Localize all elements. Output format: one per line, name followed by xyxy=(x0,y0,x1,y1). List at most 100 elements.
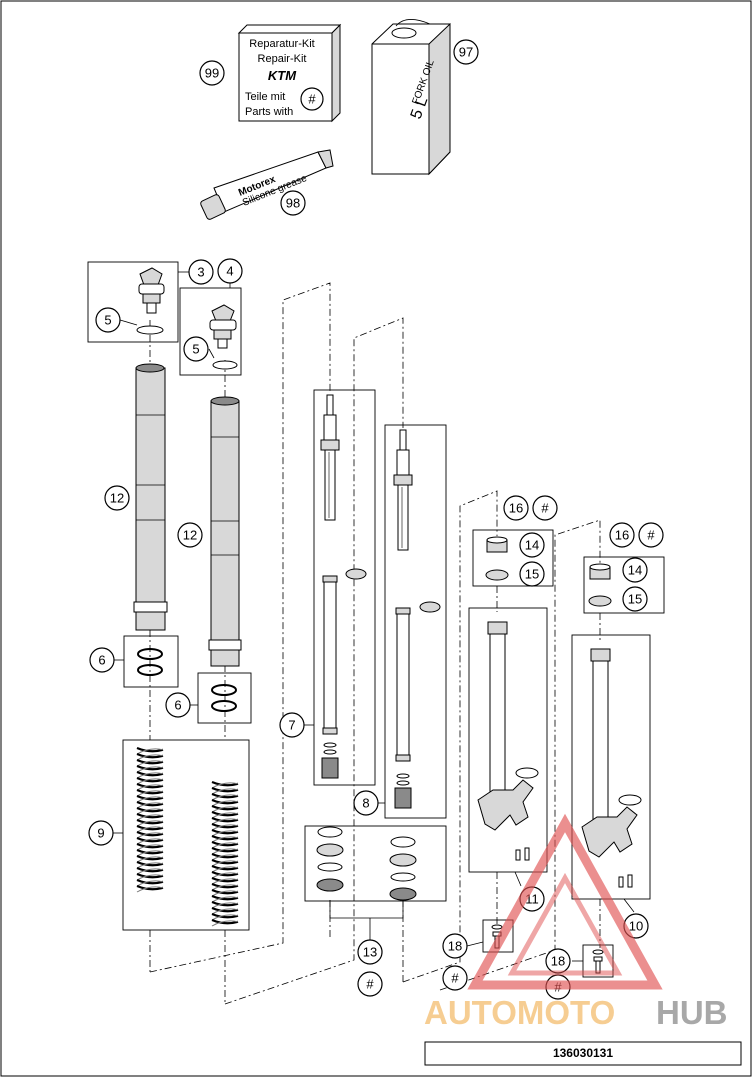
screw-cap-4 xyxy=(209,304,238,370)
frame-screw-cap-3 xyxy=(87,261,179,343)
svg-text:#: # xyxy=(366,977,374,992)
callout-18b: 18 xyxy=(545,948,571,974)
svg-text:5: 5 xyxy=(104,313,111,328)
cartridge-7 xyxy=(320,394,367,779)
svg-text:4: 4 xyxy=(226,264,233,279)
repair-kit-hash-symbol: # xyxy=(308,92,316,107)
bushings-left xyxy=(485,536,509,581)
svg-text:18: 18 xyxy=(448,939,462,954)
fork-spring-right xyxy=(211,780,239,927)
frame-bushings-left xyxy=(472,529,554,587)
svg-text:6: 6 xyxy=(174,698,181,713)
fork-oil-volume: 5 L xyxy=(408,95,432,122)
callout-5a: 5 xyxy=(95,307,121,333)
svg-text:12: 12 xyxy=(110,491,124,506)
svg-text:16: 16 xyxy=(509,501,523,516)
frame-cartridge-8 xyxy=(384,424,447,819)
callout-hash-18a: # xyxy=(442,965,468,991)
svg-text:13: 13 xyxy=(363,945,377,960)
outer-tube-right xyxy=(208,396,242,667)
seal-rings-6a xyxy=(137,648,163,676)
callout-9: 9 xyxy=(88,820,114,846)
repair-kit-box: Reparatur-Kit Repair-Kit KTM Teile mit P… xyxy=(237,23,342,123)
callout-4: 4 xyxy=(217,258,243,284)
callout-97: 97 xyxy=(453,39,479,65)
watermark: AUTOMOTO HUB xyxy=(424,813,728,1031)
callout-98: 98 xyxy=(280,190,306,216)
seal-rings-6b xyxy=(211,684,237,712)
callout-6b: 6 xyxy=(165,692,191,718)
frame-inner-tube-11 xyxy=(468,607,548,873)
svg-text:12: 12 xyxy=(183,528,197,543)
watermark-hub: HUB xyxy=(656,994,728,1031)
callout-12b: 12 xyxy=(177,522,203,548)
callout-18a: 18 xyxy=(442,933,468,959)
callout-5b: 5 xyxy=(183,336,209,362)
callout-14b: 14 xyxy=(622,557,648,583)
bushings-right xyxy=(588,563,612,607)
callout-7: 7 xyxy=(279,712,305,738)
screw-18b xyxy=(592,949,604,974)
callout-hash-16b: # xyxy=(638,522,664,548)
callout-hash-13: # xyxy=(357,971,383,997)
frame-seals-6b xyxy=(197,672,252,724)
ktm-logo: KTM xyxy=(268,68,297,83)
callout-6a: 6 xyxy=(89,647,115,673)
silicone-grease-tube: Motorex Silicone grease xyxy=(200,149,334,220)
callout-16a: 16 xyxy=(503,495,529,521)
frame-seals-6a xyxy=(123,635,179,688)
drawing-number: 136030131 xyxy=(553,1046,613,1060)
cartridge-8 xyxy=(393,429,441,809)
svg-text:5: 5 xyxy=(192,342,199,357)
repair-kit-line1: Reparatur-Kit xyxy=(249,38,314,50)
frame-bushings-right xyxy=(583,556,665,614)
inner-tube-10 xyxy=(581,648,642,888)
inner-tube-11 xyxy=(477,621,539,861)
fork-spring-left xyxy=(136,746,164,893)
svg-text:16: 16 xyxy=(615,528,629,543)
frame-cartridge-7 xyxy=(313,389,376,786)
callout-3: 3 xyxy=(188,259,214,285)
leader-lines xyxy=(113,271,635,962)
svg-text:#: # xyxy=(647,528,655,543)
svg-text:99: 99 xyxy=(205,66,219,81)
svg-text:97: 97 xyxy=(459,45,473,60)
svg-text:98: 98 xyxy=(286,196,300,211)
callout-14a: 14 xyxy=(519,532,545,558)
seal-kit-13 xyxy=(316,826,417,901)
svg-text:14: 14 xyxy=(525,538,539,553)
repair-kit-line3: Teile mit xyxy=(245,91,285,103)
svg-text:15: 15 xyxy=(525,567,539,582)
repair-kit-line2: Repair-Kit xyxy=(258,53,307,65)
drawing-number-box: 136030131 xyxy=(424,1041,742,1066)
svg-text:15: 15 xyxy=(628,592,642,607)
svg-text:14: 14 xyxy=(628,563,642,578)
screw-cap-3 xyxy=(136,267,165,335)
watermark-automoto: AUTOMOTO xyxy=(424,994,615,1031)
callout-8: 8 xyxy=(353,790,379,816)
callout-99: 99 xyxy=(199,60,225,86)
svg-text:8: 8 xyxy=(362,796,369,811)
callout-hash-16a: # xyxy=(532,495,558,521)
svg-text:#: # xyxy=(541,501,549,516)
svg-text:10: 10 xyxy=(629,919,643,934)
svg-text:9: 9 xyxy=(97,826,104,841)
svg-text:6: 6 xyxy=(98,653,105,668)
fork-oil-can: FORK OIL 5 L xyxy=(371,19,451,176)
svg-text:18: 18 xyxy=(551,954,565,969)
frame-seal-kit-13 xyxy=(304,825,447,902)
outer-tube-left xyxy=(133,363,168,631)
frame-screw-cap-4 xyxy=(179,287,242,376)
callout-12a: 12 xyxy=(104,485,130,511)
svg-text:7: 7 xyxy=(288,718,295,733)
svg-text:#: # xyxy=(451,971,459,986)
callout-16b: 16 xyxy=(609,522,635,548)
repair-kit-line4: Parts with xyxy=(245,106,293,118)
callout-15b: 15 xyxy=(622,586,648,612)
callout-13: 13 xyxy=(357,939,383,965)
callout-15a: 15 xyxy=(519,561,545,587)
frame-springs-9 xyxy=(122,739,250,931)
